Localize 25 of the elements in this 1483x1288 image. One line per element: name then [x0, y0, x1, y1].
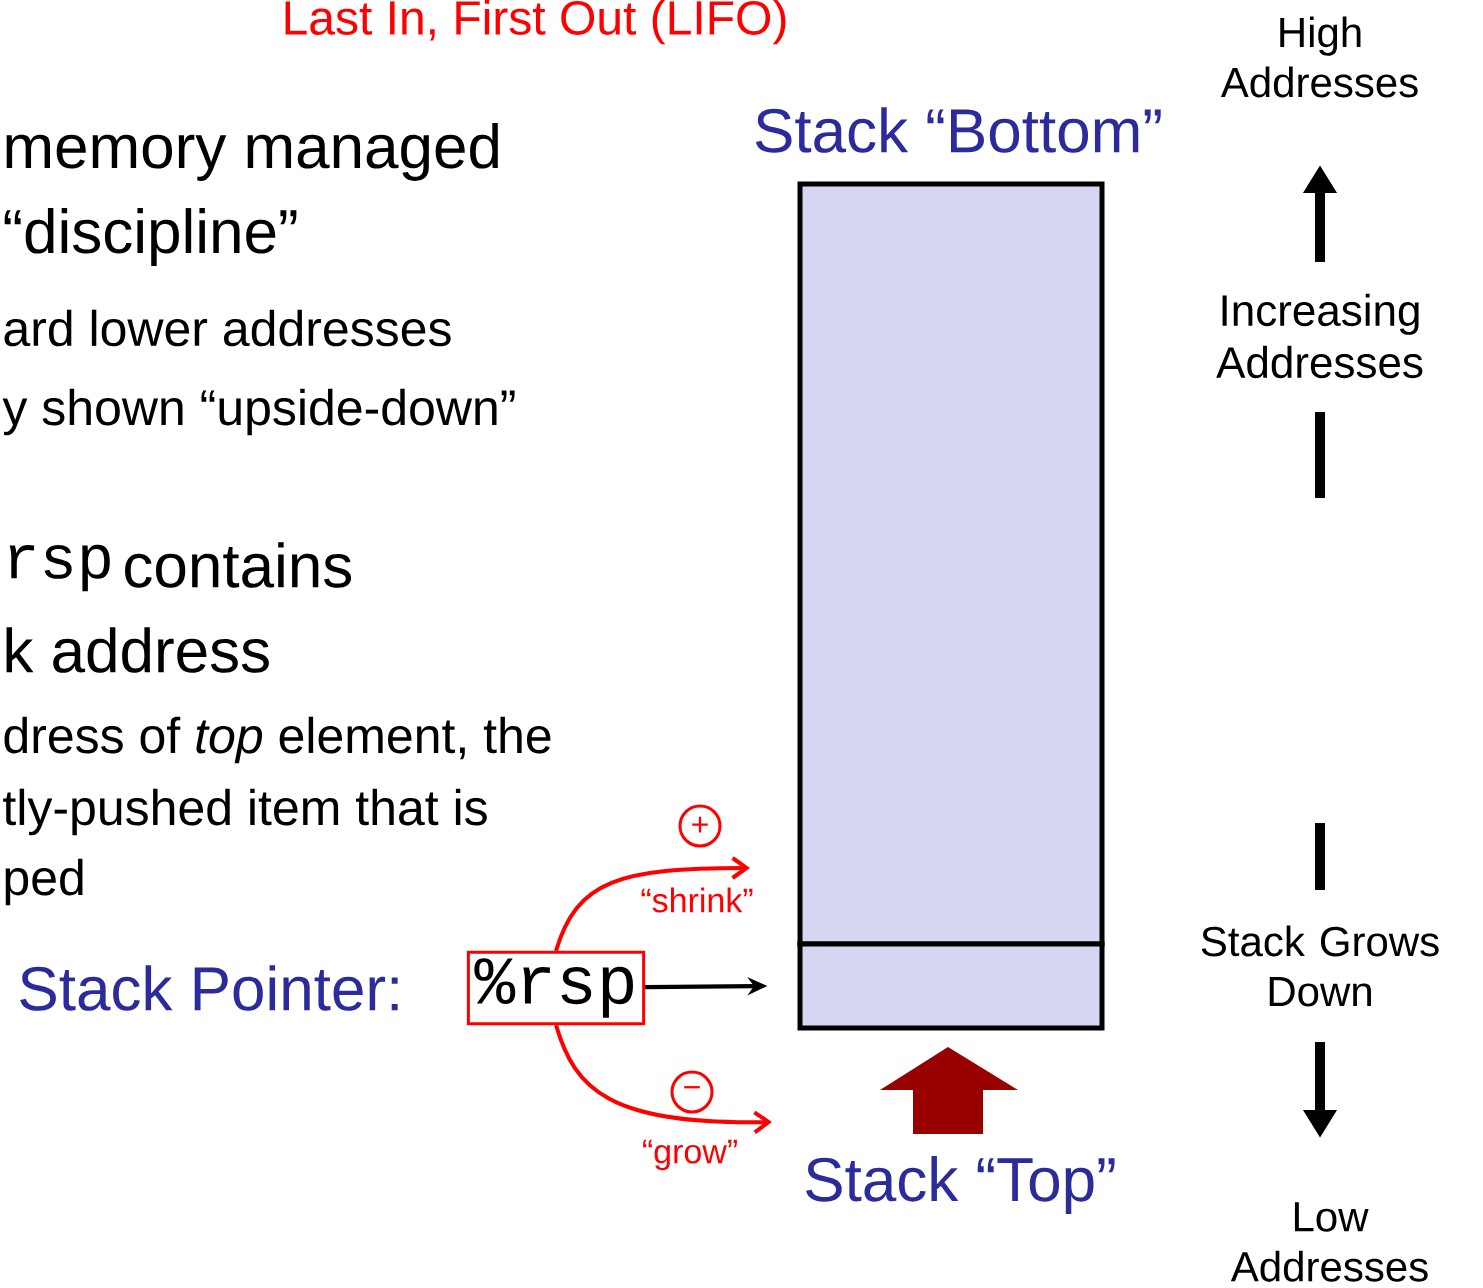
circled-sign: +: [678, 804, 722, 848]
edge-label: “grow”: [639, 1137, 741, 1173]
body-text: “discipline”: [4, 208, 297, 266]
body-text: ped: [5, 858, 83, 906]
handwritten-note: Last In, First Out (LIFO): [285, 0, 786, 45]
body-text: y shown “upside-down”: [2, 388, 515, 436]
body-text: k address: [6, 627, 269, 673]
stack-label: Stack “Top”: [806, 1156, 1115, 1214]
axis-label: Increasing Addresses: [1216, 293, 1423, 379]
body-text: ard lower addresses: [4, 309, 451, 347]
arrow: [554, 1024, 772, 1134]
pointer-label: Stack Pointer:: [20, 965, 398, 1011]
axis-label: Low Addresses: [1230, 1202, 1428, 1282]
body-text: dress of top element, the: [4, 716, 551, 764]
code-text: rsp: [9, 544, 110, 592]
stack-cell: [797, 941, 1105, 1031]
body-text: memory managed: [6, 123, 498, 181]
circled-sign: −: [670, 1070, 714, 1114]
edge-label: “shrink”: [638, 885, 756, 915]
arrow: [554, 856, 750, 952]
axis-label: High Addresses: [1220, 16, 1418, 98]
body-text: contains: [125, 542, 352, 588]
axis-label: Stack Grows Down: [1201, 925, 1439, 1007]
body-text: tly-pushed item that is: [3, 788, 487, 836]
register-box: %rsp: [466, 950, 646, 1026]
